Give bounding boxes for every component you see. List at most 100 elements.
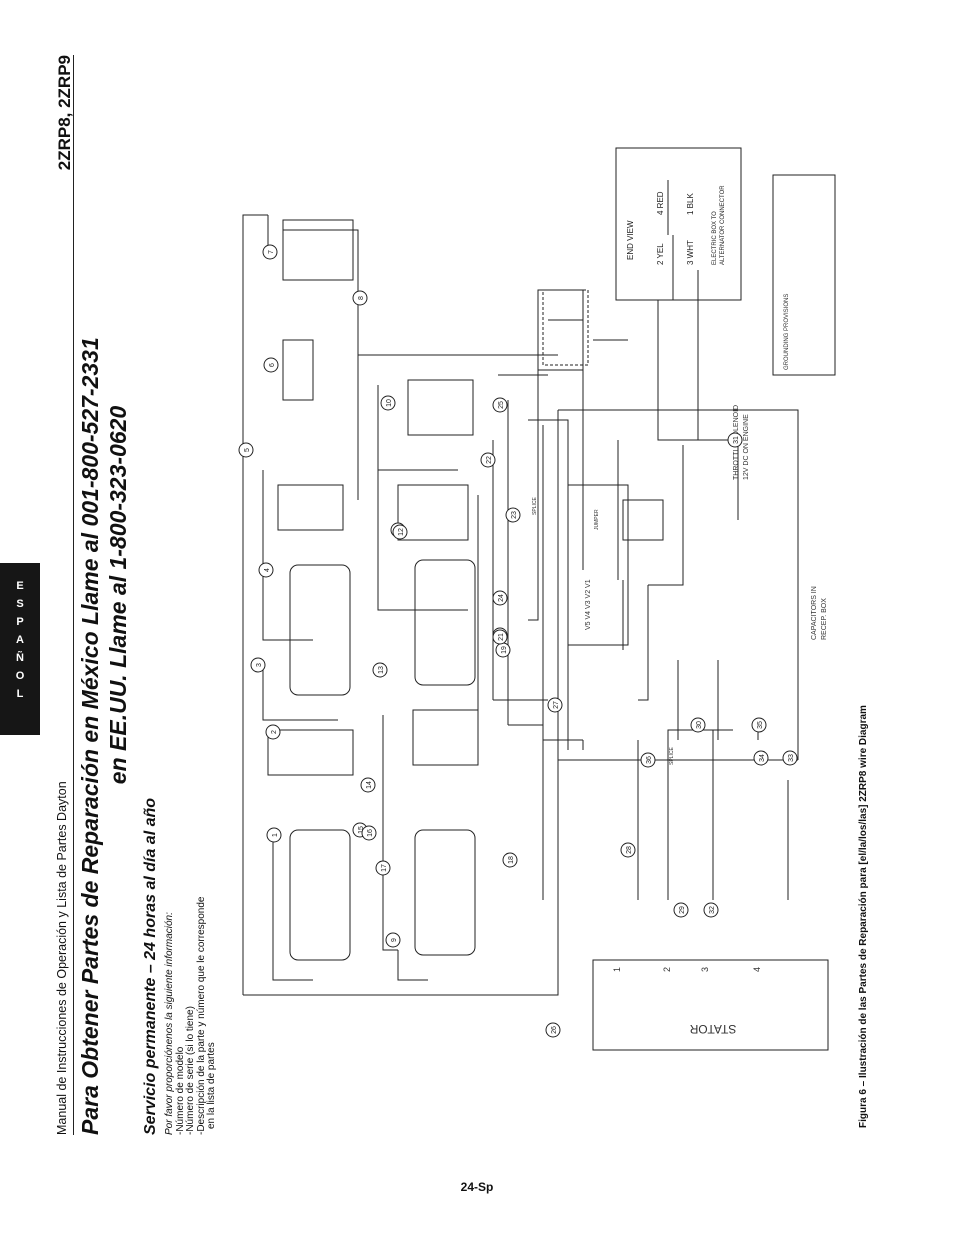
svg-text:32: 32 (709, 906, 716, 914)
wire-number: 16 (361, 825, 377, 841)
svg-text:12: 12 (398, 528, 405, 536)
model-numbers: 2ZRP8, 2ZRP9 (55, 55, 74, 171)
end-view-caption: ALTERNATOR CONNECTOR (720, 185, 726, 265)
info-item: -Número de serie (si lo tiene) (185, 1006, 196, 1135)
wire-number: 8 (352, 290, 368, 306)
end-view-cell: 3 WHT (686, 240, 695, 265)
wire-number: 21 (492, 629, 508, 645)
svg-text:29: 29 (679, 906, 686, 914)
svg-text:9: 9 (391, 938, 398, 942)
wire-number: 32 (703, 902, 719, 918)
jumper-label: JUMPER (594, 509, 600, 530)
language-tab-letter: P (16, 616, 24, 628)
stator-lead: 2 (662, 967, 672, 972)
svg-text:5: 5 (244, 448, 251, 452)
svg-text:1: 1 (272, 833, 279, 837)
stator-label: STATOR (689, 1022, 736, 1036)
svg-text:7: 7 (268, 250, 275, 254)
service-heading: Servicio permanente – 24 horas al día al… (142, 797, 159, 1135)
wire-number: 3 (250, 657, 266, 673)
wire-number: 26 (545, 1022, 561, 1038)
svg-text:27: 27 (553, 701, 560, 709)
grounding-box (772, 174, 836, 376)
wire-number: 4 (258, 562, 274, 578)
wire-number: 35 (751, 717, 767, 733)
header-rule (73, 55, 74, 1135)
svg-text:36: 36 (646, 756, 653, 764)
capacitors-label: RECEP. BOX (821, 598, 828, 640)
svg-text:24: 24 (498, 594, 505, 602)
end-view-title: END VIEW (626, 220, 635, 260)
svg-text:30: 30 (696, 721, 703, 729)
svg-text:14: 14 (366, 781, 373, 789)
wire-number: 27 (547, 697, 563, 713)
stator-lead: 1 (612, 967, 622, 972)
svg-text:15: 15 (358, 826, 365, 834)
wire-number: 9 (385, 932, 401, 948)
wiring-diagram: STATOR END VIEW 2 YEL 4 RED 3 WHT 1 BLK … (238, 147, 836, 1051)
svg-text:22: 22 (486, 456, 493, 464)
svg-text:21: 21 (498, 633, 505, 641)
wire-number-balloons: 1234567891011121314151617181920212223242… (238, 244, 798, 1038)
wire-number: 28 (620, 842, 636, 858)
svg-text:35: 35 (757, 721, 764, 729)
end-view-cell: 4 RED (656, 191, 665, 215)
wire-number: 22 (480, 452, 496, 468)
wire-number: 1 (266, 827, 282, 843)
svg-text:10: 10 (386, 399, 393, 407)
svg-text:34: 34 (759, 754, 766, 762)
figure-caption: Figura 6 – Ilustración de las Partes de … (858, 705, 869, 1128)
language-tab-letter: E (16, 580, 24, 592)
svg-text:16: 16 (367, 829, 374, 837)
stator-box (592, 959, 829, 1051)
wire-number: 30 (690, 717, 706, 733)
throttle-label: 12V DC ON ENGINE (743, 414, 750, 480)
language-tab-letter: S (16, 598, 24, 610)
splice-label: SPLICE (532, 497, 538, 515)
end-view-cell: 2 YEL (656, 243, 665, 265)
parts-title-line2: en EE.UU. Llame al 1-800-323-0620 (105, 405, 131, 785)
wire-number: 2 (265, 724, 281, 740)
svg-text:28: 28 (626, 846, 633, 854)
language-tab-letter: Ñ (16, 652, 24, 664)
info-intro: Por favor proporciónenos la siguiente in… (164, 912, 175, 1135)
parts-title-line1: Para Obtener Partes de Reparación en Méx… (77, 337, 103, 1135)
info-item: en la lista de partes (206, 1042, 217, 1129)
grounding-title: GROUNDING PROVISIONS (784, 294, 790, 370)
wire-number: 31 (727, 432, 743, 448)
svg-text:33: 33 (788, 754, 795, 762)
svg-text:18: 18 (508, 856, 515, 864)
svg-text:3: 3 (256, 663, 263, 667)
voltage-terminals: V5 V4 V3 V2 V1 (585, 579, 592, 630)
splice-label: SPLICE (669, 747, 675, 765)
svg-text:26: 26 (551, 1026, 558, 1034)
stator-lead: 4 (752, 967, 762, 972)
language-tab-letter: L (16, 688, 24, 700)
svg-text:6: 6 (269, 363, 276, 367)
wire-number: 23 (505, 507, 521, 523)
end-view-cell: 1 BLK (686, 193, 695, 215)
svg-text:13: 13 (378, 666, 385, 674)
wire-number: 34 (753, 750, 769, 766)
manual-title: Manual de Instrucciones de Operación y L… (55, 781, 69, 1135)
svg-text:17: 17 (381, 864, 388, 872)
wire-number: 5 (238, 442, 254, 458)
capacitors-label: CAPACITORS IN (811, 586, 818, 640)
wire-number: 7 (262, 244, 278, 260)
svg-text:31: 31 (733, 436, 740, 444)
wire-number: 10 (380, 395, 396, 411)
stator-lead: 3 (700, 967, 710, 972)
svg-text:4: 4 (264, 568, 271, 572)
wire-number: 6 (263, 357, 279, 373)
svg-text:25: 25 (498, 401, 505, 409)
wire-number: 25 (492, 397, 508, 413)
svg-text:2: 2 (271, 730, 278, 734)
svg-text:8: 8 (358, 296, 365, 300)
wire-number: 18 (502, 852, 518, 868)
info-list: Por favor proporciónenos la siguiente in… (164, 897, 218, 1135)
svg-text:19: 19 (501, 646, 508, 654)
wire-number: 29 (673, 902, 689, 918)
wire-number: 24 (492, 590, 508, 606)
